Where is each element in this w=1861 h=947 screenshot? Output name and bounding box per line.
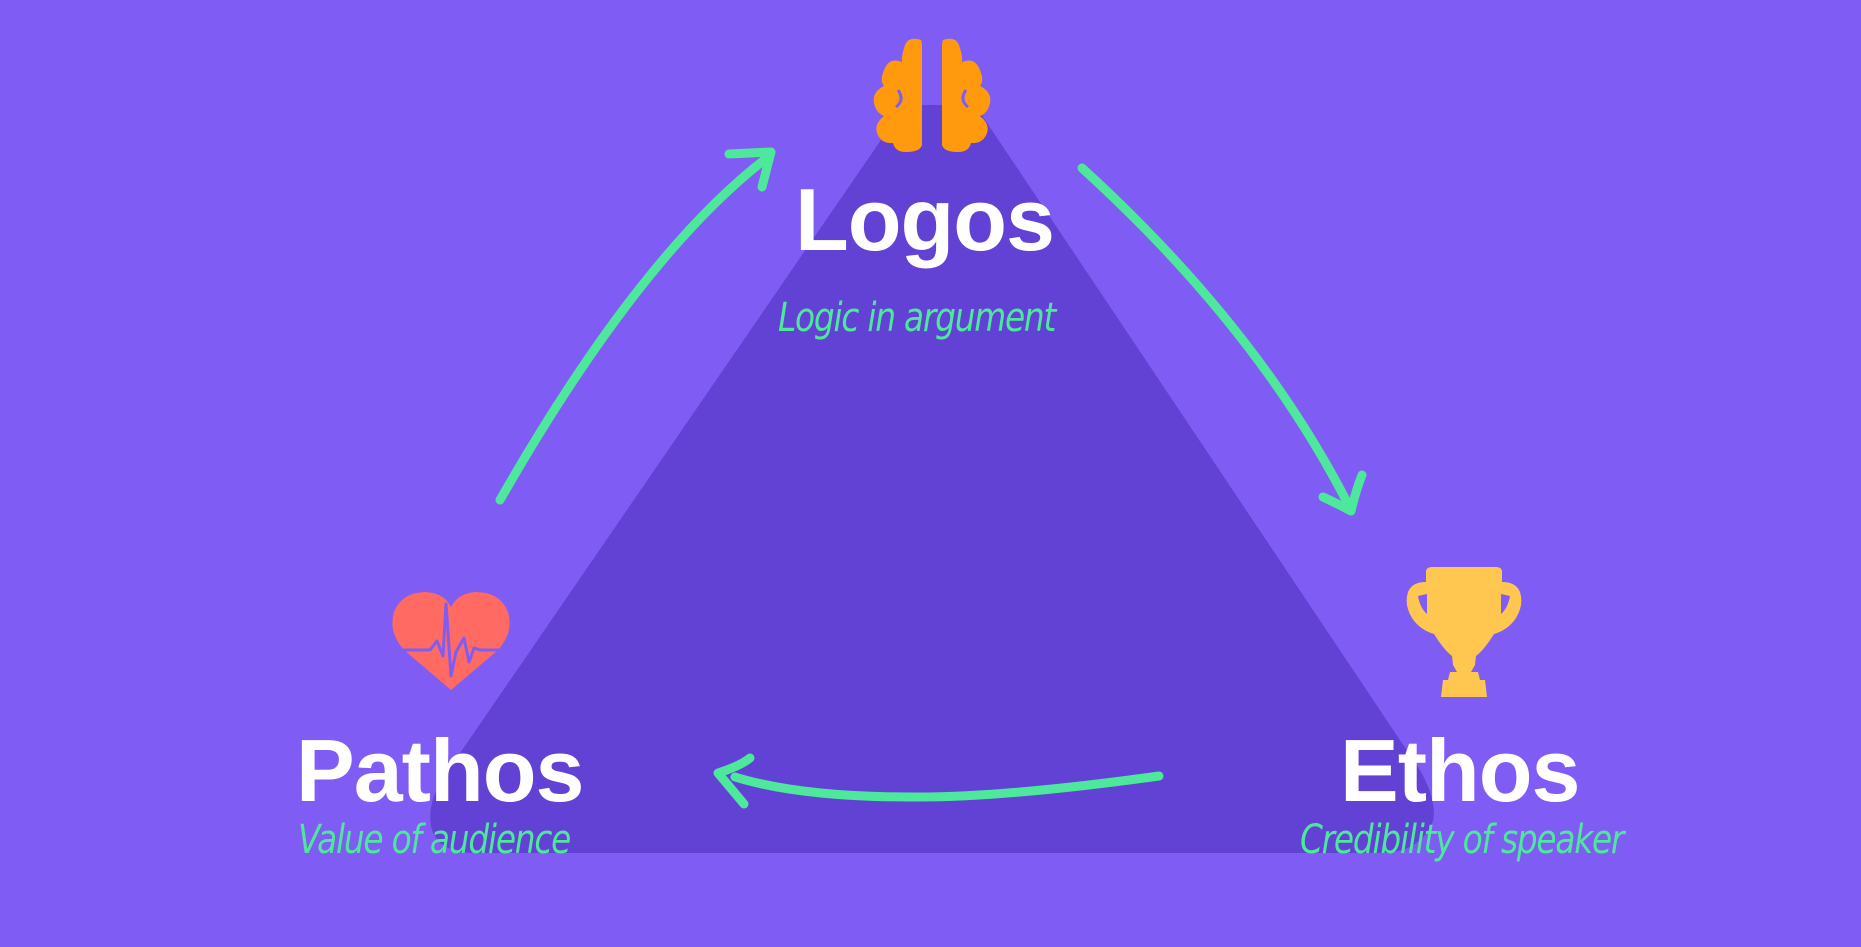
brain-icon bbox=[873, 38, 991, 153]
trophy-icon bbox=[1406, 567, 1522, 697]
rhetoric-triangle bbox=[430, 105, 1434, 853]
pathos-title: Pathos bbox=[296, 721, 584, 820]
arrow-ethos-to-pathos bbox=[713, 753, 1164, 809]
ethos-title: Ethos bbox=[1340, 721, 1580, 820]
pathos-subtitle: Value of audience bbox=[298, 817, 571, 863]
heart-pulse-icon bbox=[392, 592, 510, 690]
arrow-logos-to-ethos bbox=[1077, 163, 1367, 516]
logos-subtitle: Logic in argument bbox=[778, 295, 1056, 341]
arrow-pathos-to-logos bbox=[495, 147, 776, 505]
logos-title: Logos bbox=[795, 170, 1055, 269]
ethos-subtitle: Credibility of speaker bbox=[1300, 817, 1624, 863]
